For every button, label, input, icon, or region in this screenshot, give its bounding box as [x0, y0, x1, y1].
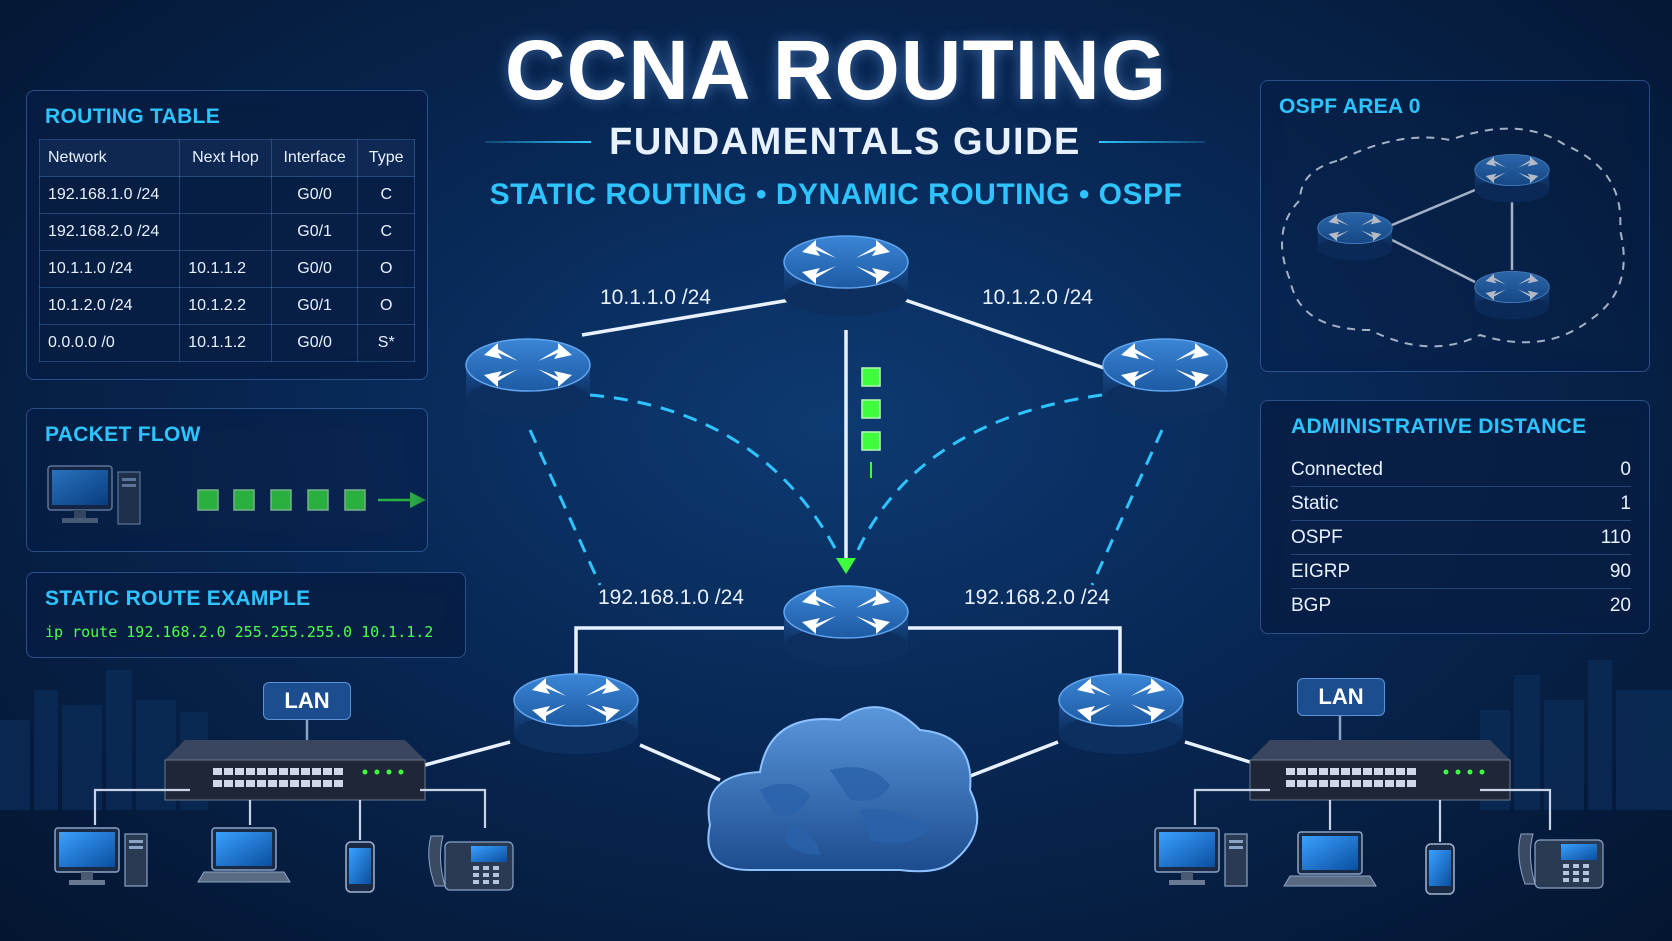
- cell-next-hop: [179, 176, 272, 214]
- switch-left: [164, 739, 426, 801]
- cell-interface: G0/1: [270, 287, 359, 325]
- routing-table: Network Next Hop Interface Type 192.168.…: [38, 139, 415, 362]
- packet-flow-graphic: [47, 465, 426, 525]
- cell-network: 10.1.1.0 /24: [38, 250, 181, 288]
- ad-protocol: EIGRP: [1291, 561, 1351, 582]
- ad-value: 1: [1620, 493, 1631, 514]
- static-route-title: STATIC ROUTE EXAMPLE: [45, 587, 311, 610]
- ad-value: 20: [1609, 595, 1631, 616]
- ad-protocol: OSPF: [1291, 527, 1343, 548]
- ospf-area-diagram: [1281, 127, 1625, 348]
- cell-next-hop: 10.1.2.2: [179, 287, 272, 325]
- vertical-arrow-head: [836, 558, 856, 574]
- cell-type: O: [357, 287, 415, 325]
- static-route-command: ip route 192.168.2.0 255.255.255.0 10.1.…: [45, 623, 434, 641]
- list-item: Connected 0: [1291, 453, 1631, 487]
- laptop-right-icon: [1283, 831, 1377, 887]
- subtitle-divider-left: [485, 141, 592, 143]
- switch-right: [1249, 739, 1511, 801]
- cell-next-hop: 10.1.1.2: [179, 324, 272, 362]
- packet-flow-title: PACKET FLOW: [45, 423, 201, 446]
- table-row: 10.1.2.0 /24 10.1.2.2 G0/1 O: [38, 287, 415, 325]
- pc-right-icon: [1154, 827, 1248, 887]
- cell-next-hop: [179, 213, 272, 251]
- router-left: [465, 338, 591, 420]
- cell-interface: G0/1: [270, 213, 359, 251]
- list-item: BGP 20: [1291, 589, 1631, 622]
- cell-interface: G0/0: [270, 324, 359, 362]
- link-label-left-bottom: 192.168.1.0 /24: [598, 586, 744, 609]
- list-item: OSPF 110: [1291, 521, 1631, 555]
- cell-network: 0.0.0.0 /0: [38, 324, 181, 362]
- ip-phone-left-icon: [428, 835, 514, 891]
- router-bottom-right: [1058, 673, 1184, 755]
- cell-interface: G0/0: [270, 176, 359, 214]
- column-header: Interface: [270, 139, 359, 177]
- link-label-left-top: 10.1.1.0 /24: [600, 286, 711, 309]
- table-row: 192.168.2.0 /24 G0/1 C: [38, 213, 415, 251]
- router-top: [783, 235, 909, 317]
- vertical-packets: [861, 367, 881, 478]
- tagline: STATIC ROUTING • DYNAMIC ROUTING • OSPF: [489, 178, 1183, 211]
- ad-value: 90: [1609, 561, 1631, 582]
- list-item: EIGRP 90: [1291, 555, 1631, 589]
- lan-badge-right: LAN: [1297, 678, 1385, 716]
- router-right: [1102, 338, 1228, 420]
- cell-network: 192.168.2.0 /24: [38, 213, 181, 251]
- column-header: Network: [38, 139, 181, 177]
- router-center: [783, 585, 909, 667]
- ospf-area-panel: OSPF AREA 0: [1260, 80, 1650, 372]
- laptop-left-icon: [197, 827, 291, 883]
- ad-protocol: Connected: [1291, 459, 1383, 480]
- table-row: 192.168.1.0 /24 G0/0 C: [38, 176, 415, 214]
- solid-links: [424, 298, 1251, 782]
- column-header: Type: [357, 139, 415, 177]
- cell-type: S*: [357, 324, 415, 362]
- admin-distance-list: Connected 0 Static 1 OSPF 110 EIGRP 90 B…: [1291, 453, 1631, 622]
- pc-left-icon: [54, 827, 148, 887]
- smartphone-left-icon: [345, 841, 375, 893]
- ospf-area-title: OSPF AREA 0: [1279, 95, 1421, 118]
- cell-type: C: [357, 176, 415, 214]
- cell-type: O: [357, 250, 415, 288]
- dashed-links: [528, 393, 1164, 586]
- list-item: Static 1: [1291, 487, 1631, 521]
- cell-network: 192.168.1.0 /24: [38, 176, 181, 214]
- column-header: Next Hop: [179, 139, 272, 177]
- lan-badge-left: LAN: [263, 682, 351, 720]
- cell-interface: G0/0: [270, 250, 359, 288]
- static-route-panel: STATIC ROUTE EXAMPLE ip route 192.168.2.…: [26, 572, 466, 658]
- routing-table-header: Network Next Hop Interface Type: [38, 139, 415, 177]
- subtitle-row: FUNDAMENTALS GUIDE: [485, 120, 1205, 163]
- table-row: 0.0.0.0 /0 10.1.1.2 G0/0 S*: [38, 324, 415, 362]
- ad-protocol: BGP: [1291, 595, 1332, 616]
- subtitle: FUNDAMENTALS GUIDE: [609, 120, 1081, 163]
- admin-distance-panel: ADMINISTRATIVE DISTANCE Connected 0 Stat…: [1260, 400, 1650, 634]
- cell-type: C: [357, 213, 415, 251]
- ad-value: 110: [1600, 527, 1631, 548]
- internet-cloud-icon: [707, 706, 979, 873]
- cell-next-hop: 10.1.1.2: [179, 250, 272, 288]
- smartphone-right-icon: [1425, 843, 1455, 895]
- routing-table-panel: ROUTING TABLE Network Next Hop Interface…: [26, 90, 428, 380]
- ip-phone-right-icon: [1518, 833, 1604, 889]
- ad-protocol: Static: [1291, 493, 1339, 514]
- table-row: 10.1.1.0 /24 10.1.1.2 G0/0 O: [38, 250, 415, 288]
- lan-right-cabling: [1193, 788, 1552, 842]
- ad-value: 0: [1620, 459, 1631, 480]
- admin-distance-title: ADMINISTRATIVE DISTANCE: [1291, 415, 1587, 438]
- subtitle-divider-right: [1098, 141, 1205, 143]
- cell-network: 10.1.2.0 /24: [38, 287, 181, 325]
- skyline-right: [1480, 660, 1672, 810]
- router-bottom-left: [513, 673, 639, 755]
- main-title: CCNA ROUTING: [504, 23, 1168, 117]
- lan-left-cabling: [93, 788, 487, 840]
- link-label-right-top: 10.1.2.0 /24: [982, 286, 1093, 309]
- link-label-right-bottom: 192.168.2.0 /24: [964, 586, 1110, 609]
- routing-table-title: ROUTING TABLE: [45, 105, 220, 128]
- packet-flow-panel: PACKET FLOW: [26, 408, 428, 552]
